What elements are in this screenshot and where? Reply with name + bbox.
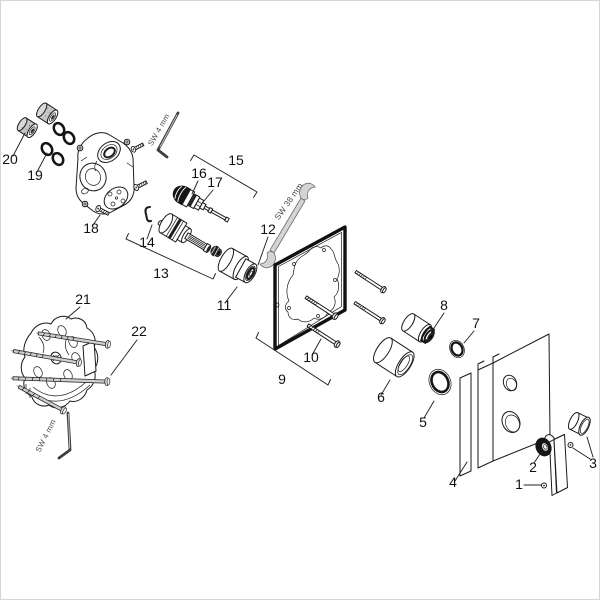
plate-screw-illustration (353, 301, 386, 325)
extension-bush-illustration (401, 313, 436, 345)
leader-16 (191, 180, 199, 195)
leader-3 (572, 436, 594, 460)
leader-14 (146, 224, 153, 240)
part-label-6: 6 (377, 389, 385, 405)
bracket-13 (125, 233, 216, 280)
bracket-15 (190, 154, 258, 198)
screw-18-illustration (95, 205, 110, 216)
bracket-9 (255, 332, 331, 386)
part-label-20: 20 (2, 151, 18, 167)
part-label-4: 4 (449, 474, 457, 490)
handle-screw-illustration (541, 482, 547, 489)
valve-body-illustration (75, 132, 135, 215)
allen-key-bottom-label: SW 4 mm (34, 418, 58, 454)
flange-screw-illustration (35, 331, 111, 349)
leader-21 (65, 306, 81, 320)
seal-plate-illustration (273, 225, 347, 351)
leader-12 (257, 236, 269, 266)
allen-key-bottom-illustration: SW 4 mm (34, 411, 72, 460)
screw-illustration (133, 180, 148, 191)
part-label-5: 5 (419, 414, 427, 430)
sleeve-illustration (373, 337, 415, 378)
part-label-16: 16 (191, 165, 207, 181)
o-rings-illustration (40, 121, 76, 167)
part-label-9: 9 (278, 371, 286, 387)
leader-17 (203, 189, 214, 202)
cartridge-body-illustration (158, 213, 212, 253)
allen-key-top-illustration: SW 4 mm (146, 111, 180, 159)
part-label-12: 12 (260, 221, 276, 237)
sleeve-cup-illustration (217, 247, 258, 284)
plate-screw-illustration (354, 270, 387, 294)
knob-illustration (567, 411, 591, 436)
part-label-7: 7 (472, 315, 480, 331)
knurled-stop-illustration-b (36, 102, 59, 125)
nut-illustration (210, 245, 222, 257)
lever-handle-illustration (535, 434, 568, 496)
knob-screw-illustration (567, 442, 574, 448)
knurled-stop-illustration-a (16, 117, 38, 139)
leader-20 (12, 132, 26, 157)
part-label-8: 8 (440, 297, 448, 313)
flange-screw-illustration (10, 376, 111, 387)
leader-6 (380, 379, 391, 396)
leader-22 (110, 339, 138, 376)
o-ring-5-illustration (428, 368, 452, 396)
part-label-21: 21 (75, 291, 91, 307)
leader-19 (36, 152, 48, 173)
part-label-1: 1 (515, 476, 523, 492)
part-label-15: 15 (228, 152, 244, 168)
flange-screw-illustration (16, 384, 67, 415)
part-label-2: 2 (529, 459, 537, 475)
leader-4 (454, 461, 468, 482)
faceplate-illustration (459, 333, 551, 477)
part-label-3: 3 (589, 455, 597, 471)
plate-screw-illustration (306, 323, 341, 348)
part-label-19: 19 (27, 167, 43, 183)
leader-5 (423, 400, 435, 419)
leader-lines (12, 132, 594, 486)
screw-illustration (130, 142, 145, 153)
part-label-14: 14 (139, 234, 155, 250)
part-label-17: 17 (207, 174, 223, 190)
o-ring-7-illustration (449, 339, 465, 359)
part-number-labels: 1 2 3 4 5 6 7 8 9 10 11 12 13 14 15 16 1… (2, 151, 597, 492)
leader-8 (433, 312, 445, 329)
leader-10 (311, 338, 322, 356)
part-label-22: 22 (131, 323, 147, 339)
plate-screw-illustration (304, 295, 339, 320)
leader-7 (463, 330, 475, 344)
part-label-18: 18 (83, 220, 99, 236)
flange-screw-illustration (10, 349, 82, 367)
part-label-10: 10 (303, 349, 319, 365)
leader-11 (224, 286, 238, 304)
part-label-11: 11 (217, 297, 232, 313)
leader-18 (92, 214, 101, 226)
leader-2 (533, 453, 541, 464)
part-label-13: 13 (153, 265, 169, 281)
